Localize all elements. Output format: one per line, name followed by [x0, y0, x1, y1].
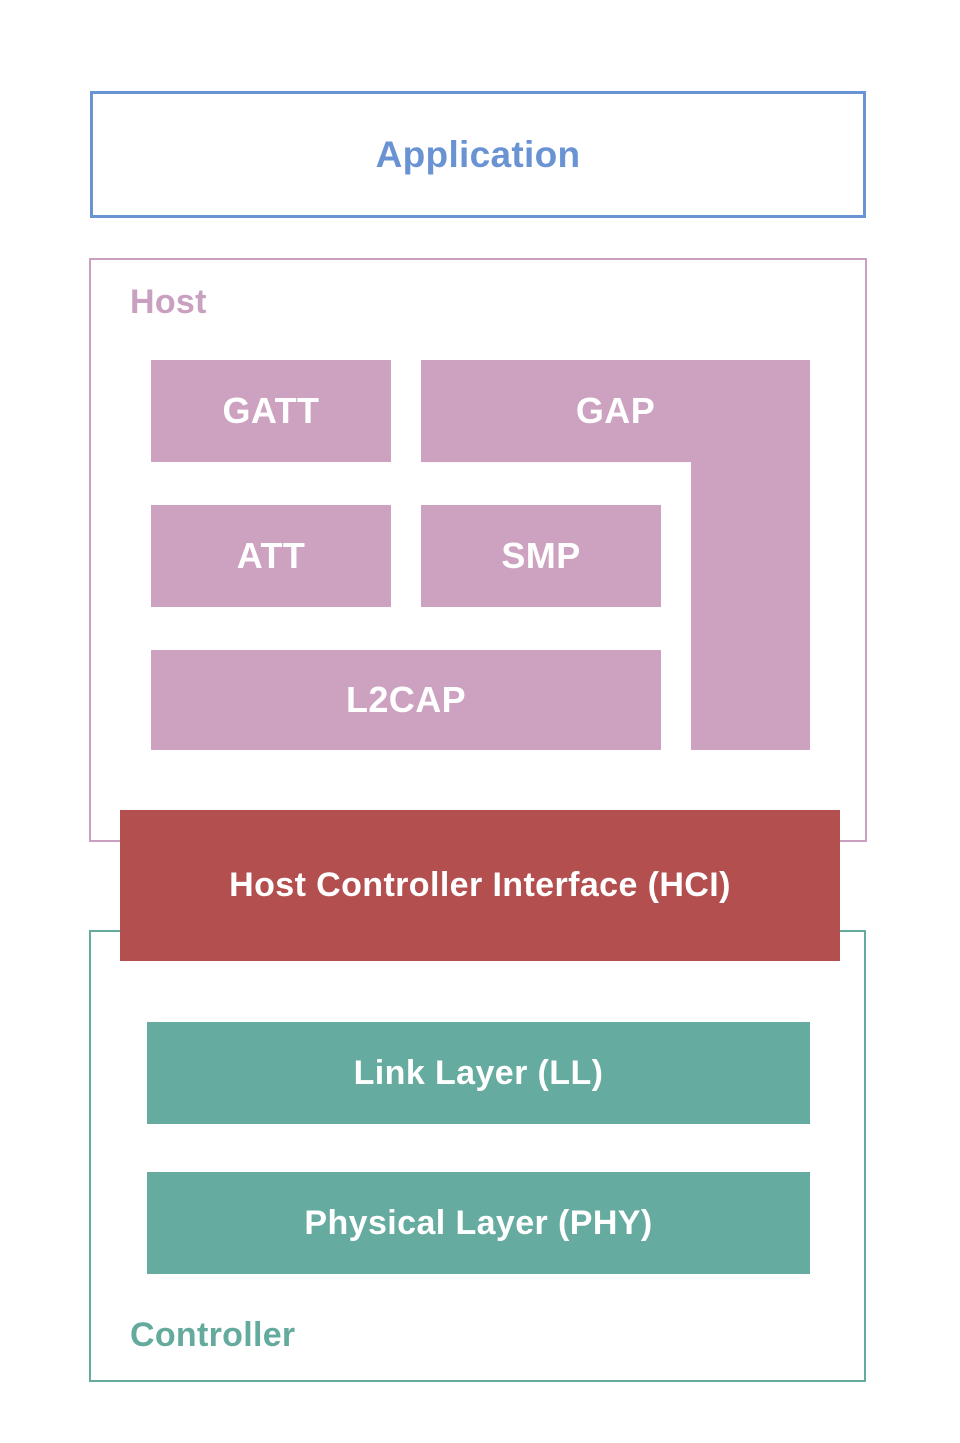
host-controller-interface-bar: Host Controller Interface (HCI)	[120, 810, 840, 961]
host-group-label: Host	[130, 283, 207, 321]
controller-block-physical-layer: Physical Layer (PHY)	[147, 1172, 810, 1274]
host-block-gatt: GATT	[151, 360, 391, 462]
controller-block-link-layer: Link Layer (LL)	[147, 1022, 810, 1124]
controller-group-frame	[89, 930, 866, 1382]
host-block-l2cap: L2CAP	[151, 650, 661, 750]
host-block-gap-label: GAP	[575, 390, 656, 431]
host-block-att: ATT	[151, 505, 391, 607]
application-layer-label: Application	[375, 133, 581, 175]
application-layer-frame	[90, 91, 866, 218]
controller-group-label: Controller	[130, 1316, 296, 1354]
host-block-smp: SMP	[421, 505, 661, 607]
